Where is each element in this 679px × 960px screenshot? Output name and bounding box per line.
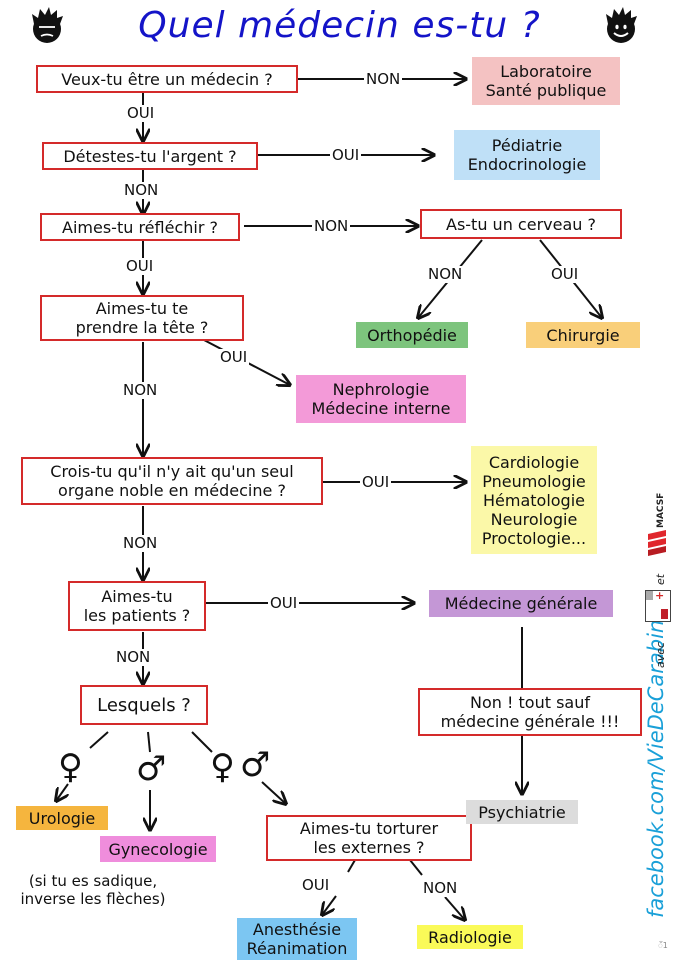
result-text: Proctologie... — [481, 528, 587, 548]
edge-q9-oui-top — [347, 859, 356, 873]
smiling-face-icon — [606, 7, 637, 43]
question-text: Aimes-tu torturer — [299, 819, 439, 838]
question-detestes-argent: Détestes-tu l'argent ? — [42, 142, 258, 170]
question-tout-sauf-medecine-generale: Non ! tout sauf médecine générale !!! — [418, 688, 642, 736]
edge-q9-oui — [322, 895, 337, 915]
edge-label-q4-oui: OUI — [218, 348, 250, 366]
edge-both-q9 — [261, 781, 286, 804]
female-icon: ♀ — [58, 747, 83, 787]
edge-label-q4-non: NON — [121, 381, 160, 399]
question-text: les patients ? — [83, 606, 191, 625]
result-radiologie: Radiologie — [417, 925, 523, 949]
credit-et: et — [654, 573, 667, 585]
question-text: médecine générale !!! — [440, 712, 620, 731]
conf-plus-logo: + — [645, 590, 671, 622]
result-urologie: Urologie — [16, 806, 108, 830]
edge-label-q3b-oui: OUI — [549, 265, 581, 283]
question-text: Aimes-tu réfléchir ? — [62, 217, 218, 237]
result-text: Médecine interne — [311, 399, 451, 418]
edge-label-q2-oui: OUI — [330, 146, 362, 164]
edge-label-q5-non: NON — [121, 534, 160, 552]
result-anesthesie: Anesthésie Réanimation — [237, 918, 357, 960]
note-line: (si tu es sadique, — [28, 872, 158, 890]
question-text: Aimes-tu te — [95, 299, 189, 318]
question-aimes-reflechir: Aimes-tu réfléchir ? — [40, 213, 240, 241]
question-text: Détestes-tu l'argent ? — [63, 146, 237, 166]
edge-q7-female — [89, 731, 109, 749]
edge-label-q6-non: NON — [114, 648, 153, 666]
edge-label-q5-oui: OUI — [360, 473, 392, 491]
result-text: Pédiatrie — [491, 136, 563, 155]
grumpy-face-icon — [32, 7, 63, 43]
question-text: As-tu un cerveau ? — [446, 214, 596, 234]
result-text: Psychiatrie — [478, 802, 566, 822]
question-aimes-patients: Aimes-tu les patients ? — [68, 581, 206, 631]
question-text: les externes ? — [313, 838, 425, 857]
edge-label-q6-oui: OUI — [268, 594, 300, 612]
question-text: Crois-tu qu'il n'y ait qu'un seul — [50, 462, 294, 481]
edge-label-q9-non: NON — [421, 879, 460, 897]
question-text: Veux-tu être un médecin ? — [61, 69, 273, 89]
question-text: Aimes-tu — [101, 587, 173, 606]
question-text: Non ! tout sauf — [470, 693, 590, 712]
edge-label-q1-oui: OUI — [125, 104, 157, 122]
result-text: Réanimation — [246, 939, 348, 958]
result-text: Gynecologie — [108, 839, 208, 859]
result-text: Médecine générale — [444, 594, 598, 613]
result-text: Hématologie — [482, 490, 585, 510]
result-text: Endocrinologie — [467, 155, 587, 174]
question-text: organe noble en médecine ? — [58, 481, 286, 500]
result-orthopedie: Orthopédie — [356, 322, 468, 348]
result-gynecologie: Gynecologie — [100, 836, 216, 862]
question-prendre-la-tete: Aimes-tu te prendre la tête ? — [40, 295, 244, 341]
edge-label-q3-oui: OUI — [124, 257, 156, 275]
result-text: Orthopédie — [367, 325, 457, 345]
result-laboratoire: Laboratoire Santé publique — [472, 57, 620, 105]
male-icon: ♂ — [240, 745, 271, 785]
edge-q7-male — [147, 731, 151, 753]
question-as-tu-cerveau: As-tu un cerveau ? — [420, 209, 622, 239]
result-text: Radiologie — [428, 927, 512, 947]
result-text: Santé publique — [485, 81, 607, 100]
result-text: Chirurgie — [546, 325, 620, 345]
sadique-note: (si tu es sadique, inverse les flèches) — [8, 872, 178, 908]
result-text: Nephrologie — [332, 380, 430, 399]
question-veux-tu-etre-medecin: Veux-tu être un médecin ? — [36, 65, 298, 93]
result-text: Pneumologie — [482, 471, 586, 491]
question-text: Lesquels ? — [97, 694, 191, 716]
question-seul-organe-noble: Crois-tu qu'il n'y ait qu'un seul organe… — [21, 457, 323, 505]
result-psychiatrie: Psychiatrie — [466, 800, 578, 824]
edge-label-q3-non: NON — [312, 217, 351, 235]
edge-q9-non — [444, 896, 465, 920]
edge-label-q3b-non: NON — [426, 265, 465, 283]
credit-avec: avec — [654, 641, 667, 668]
macsf-logo — [648, 530, 666, 556]
edge-label-q1-non: NON — [364, 70, 403, 88]
edge-q7-both — [191, 731, 213, 753]
macsf-label: MACSF — [656, 492, 666, 528]
result-text: Neurologie — [490, 509, 578, 529]
result-nephrologie: Nephrologie Médecine interne — [296, 375, 466, 423]
edge-label-q9-oui: OUI — [300, 876, 332, 894]
result-text: Anesthésie — [252, 920, 342, 939]
question-lesquels: Lesquels ? — [80, 685, 208, 725]
result-medecine-generale: Médecine générale — [429, 590, 613, 617]
question-torturer-externes: Aimes-tu torturer les externes ? — [266, 815, 472, 861]
female-icon: ♀ — [210, 747, 235, 787]
result-text: Urologie — [28, 808, 96, 828]
page-title: Quel médecin es-tu ? — [138, 5, 541, 46]
male-icon: ♂ — [136, 749, 167, 789]
result-chirurgie: Chirurgie — [526, 322, 640, 348]
footnote-mark: ँ1 — [658, 941, 668, 950]
edge-q9-non-top — [409, 859, 423, 876]
question-text: prendre la tête ? — [75, 318, 209, 337]
result-text: Cardiologie — [488, 452, 580, 472]
edge-female-urologie — [56, 783, 68, 801]
result-pediatrie: Pédiatrie Endocrinologie — [454, 130, 600, 180]
result-text: Laboratoire — [500, 62, 592, 81]
result-cardiologie: Cardiologie Pneumologie Hématologie Neur… — [471, 446, 597, 554]
note-line: inverse les flèches) — [20, 890, 166, 908]
edge-label-q2-non: NON — [122, 181, 161, 199]
